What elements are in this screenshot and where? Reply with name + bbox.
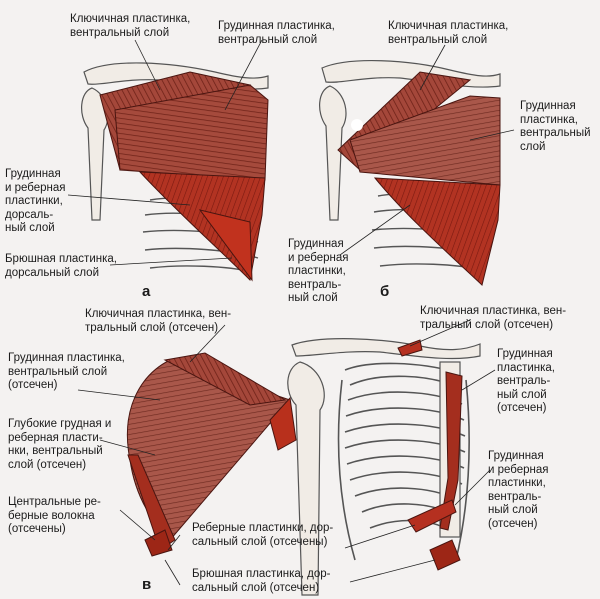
clavicle-v (291, 338, 481, 360)
cut-edge-strip (127, 454, 176, 551)
costal-part-b (373, 177, 501, 286)
leader-lines (67, 39, 515, 586)
cut-strip-sternal (439, 371, 463, 531)
label-a-abdominal-dorsal: Брюшная пластинка, дорсальный слой (5, 253, 117, 279)
label-v-deep-sternocostal-cut: Глубокие грудная и реберная пласти- нки,… (8, 418, 112, 471)
humerus-v (287, 361, 325, 596)
panel-v-drawing (126, 338, 481, 596)
label-v-costal-dorsal-cut: Реберные пластинки, дор- сальный слой (о… (192, 522, 334, 548)
panel-a-drawing (81, 62, 269, 282)
label-v-abdominal-dorsal-cut: Брюшная пластинка, дор- сальный слой (от… (192, 568, 331, 594)
label-v-sternal-cut: Грудинная пластинка, вентральный слой (о… (8, 352, 125, 391)
label-a-clavicular-ventral: Ключичная пластинка, вентральный слой (70, 13, 191, 39)
insertion-tendon (269, 396, 297, 451)
sternal-part-a (114, 84, 269, 181)
cut-stump-left (144, 529, 173, 557)
label-b-sternal-ventral: Грудинная пластинка, вентральный слой (520, 100, 591, 153)
label-a-sternocostal-dorsal: Грудинная и реберная пластинки, дорсаль-… (5, 168, 66, 234)
label-v-clavicular-cut-right: Ключичная пластинка, вен- тральный слой … (420, 305, 567, 331)
cut-stump-abdominal (429, 539, 461, 571)
label-v-clavicular-cut-left: Ключичная пластинка, вен- тральный слой … (85, 308, 232, 334)
label-v-sternal-cut-right: Грудинная пластинка, вентраль- ный слой … (497, 348, 555, 414)
reflected-clavicular-flap (163, 352, 287, 406)
label-v-sternocostal-cut-right: Грудинная и реберная пластинки, вентраль… (488, 450, 549, 530)
panel-b-drawing (319, 60, 501, 286)
sternal-part-b (349, 95, 501, 186)
abdominal-part-a (198, 209, 253, 282)
label-b-sternocostal-ventral: Грудинная и реберная пластинки, вентраль… (288, 238, 349, 304)
label-a-sternal-ventral: Грудинная пластинка, вентральный слой (218, 20, 335, 46)
label-v-central-costal-fibers: Центральные ре- берные волокна (отсечены… (8, 496, 101, 535)
panel-letter-b: б (380, 283, 390, 300)
panel-letter-a: а (142, 283, 151, 300)
coracoid-marker-b (351, 119, 363, 131)
cut-strip-costal (407, 499, 457, 533)
panel-letter-v: в (142, 576, 152, 593)
label-b-clavicular-ventral: Ключичная пластинка, вентральный слой (388, 20, 509, 46)
cut-strip-clavicular (397, 339, 423, 357)
humerus-b (319, 85, 347, 221)
